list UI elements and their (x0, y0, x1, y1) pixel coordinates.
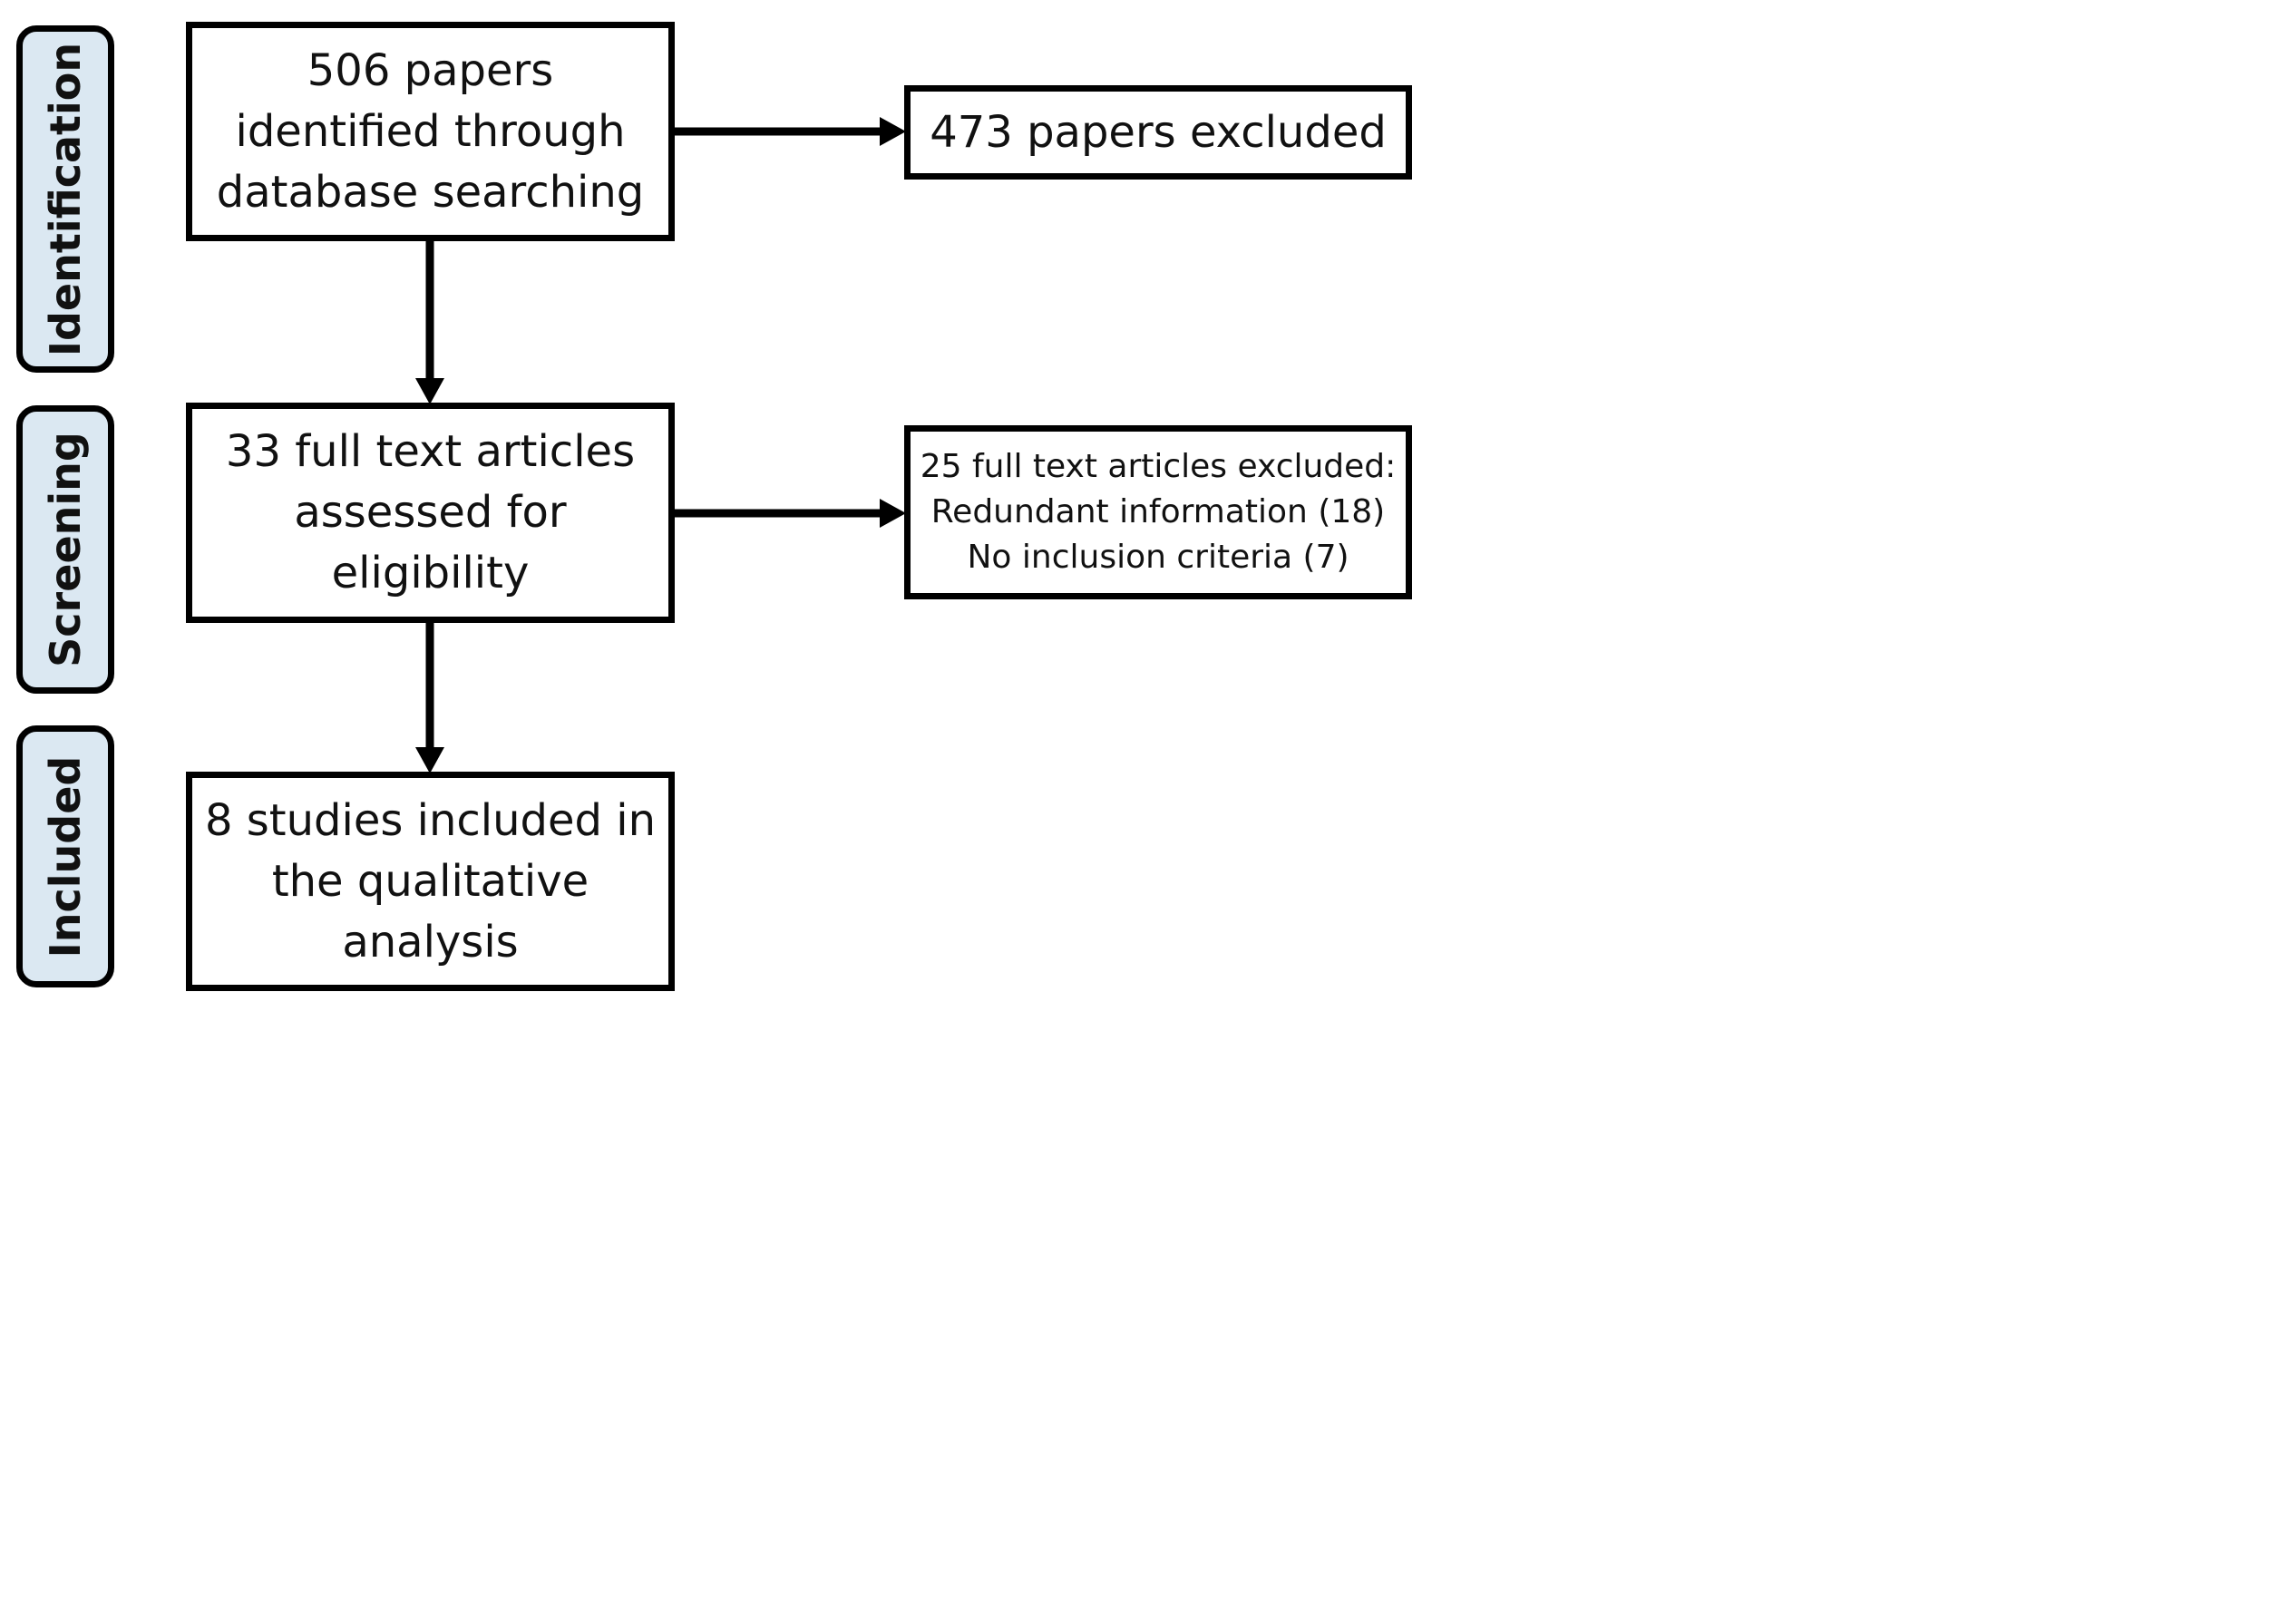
assessed-text: 33 full text articles assessed for eligi… (225, 426, 636, 598)
included-box: 8 studies included in the qualitative an… (186, 772, 675, 991)
connector-layer (415, 117, 906, 773)
arrowhead-included (415, 747, 444, 773)
excluded-first-text: 473 papers excluded (930, 107, 1387, 158)
prisma-flow-diagram: Identification Screening Included 506 pa… (0, 0, 1417, 1006)
assessed-box: 33 full text articles assessed for eligi… (186, 403, 675, 623)
excluded-first-box: 473 papers excluded (904, 85, 1412, 180)
stage-label-included: Included (16, 725, 114, 987)
excluded-second-text: 25 full text articles excluded: Redundan… (920, 448, 1397, 576)
identified-text: 506 papers identified through database s… (216, 44, 645, 218)
included-text: 8 studies included in the qualitative an… (204, 794, 657, 968)
excluded-second-box: 25 full text articles excluded: Redundan… (904, 425, 1412, 599)
stage-label-identification: Identification (16, 25, 114, 373)
identified-box: 506 papers identified through database s… (186, 22, 675, 241)
arrowhead-excluded-second (880, 499, 906, 528)
arrowhead-excluded-first (880, 117, 906, 146)
arrowhead-assessed (415, 378, 444, 404)
stage-label-screening: Screening (16, 405, 114, 694)
